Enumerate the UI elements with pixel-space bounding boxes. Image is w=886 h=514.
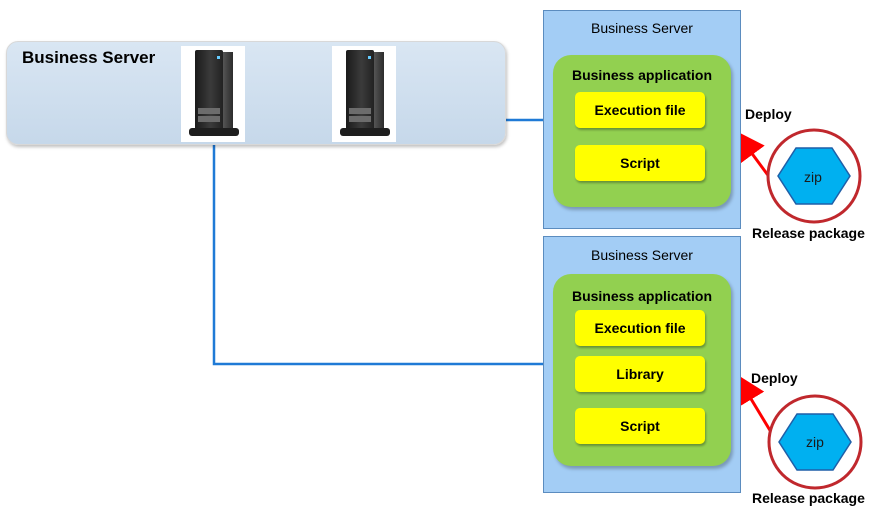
server-title: Business Server — [591, 20, 693, 36]
deploy-arrow-upper — [734, 130, 772, 179]
server-tower-icon — [332, 46, 396, 142]
business-server-band — [6, 41, 506, 145]
component-execution-file: Execution file — [575, 92, 705, 128]
release-package-icon — [766, 128, 862, 224]
deploy-label: Deploy — [751, 370, 798, 386]
application-title: Business application — [571, 288, 713, 304]
component-library: Library — [575, 356, 705, 392]
component-script: Script — [575, 145, 705, 181]
server-tower-icon — [181, 46, 245, 142]
zip-label: zip — [804, 169, 822, 185]
component-execution-file: Execution file — [575, 310, 705, 346]
zip-label: zip — [806, 434, 824, 450]
deploy-label: Deploy — [745, 106, 792, 122]
business-application-upper — [553, 55, 731, 207]
deploy-arrow-lower — [735, 373, 773, 433]
band-title: Business Server — [22, 48, 156, 67]
component-script: Script — [575, 408, 705, 444]
release-package-label: Release package — [752, 225, 865, 241]
connector-line-lower — [212, 140, 546, 366]
server-title: Business Server — [591, 247, 693, 263]
application-title: Business application — [571, 67, 713, 83]
release-package-icon — [767, 394, 863, 490]
release-package-label: Release package — [752, 490, 865, 506]
